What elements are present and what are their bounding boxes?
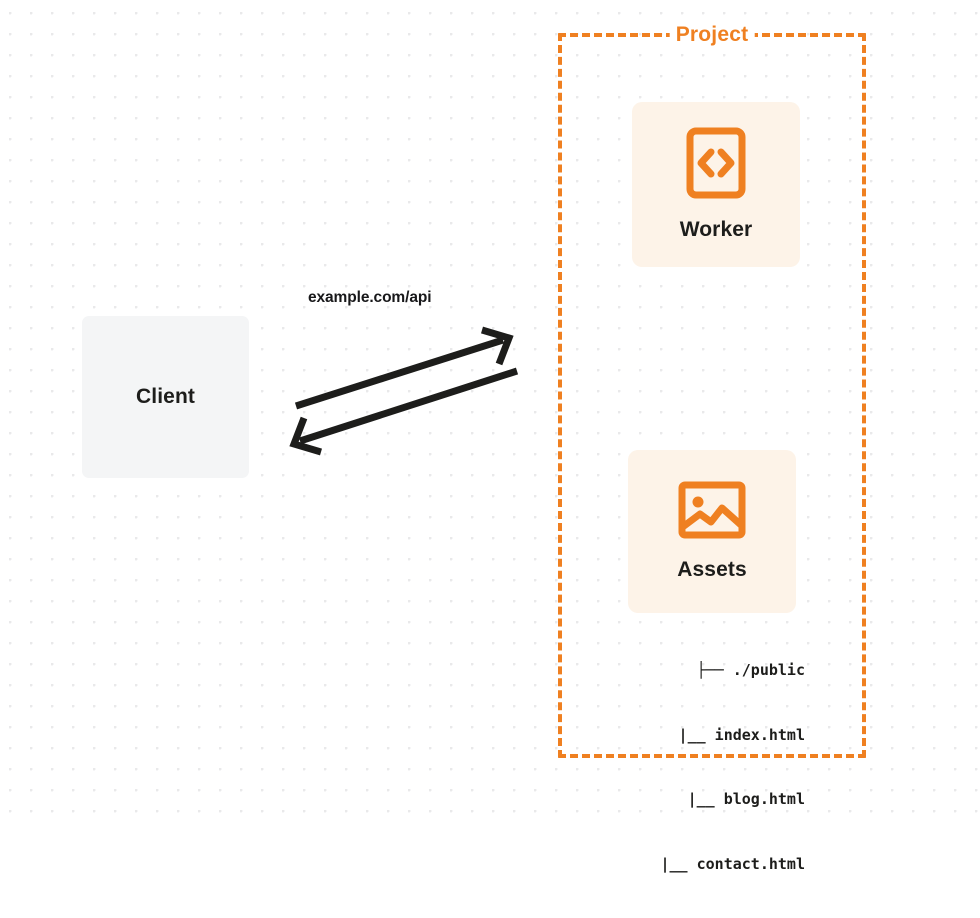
project-container: Project (558, 23, 866, 758)
client-box: Client (82, 316, 249, 478)
assets-label: Assets (677, 558, 747, 581)
worker-label: Worker (679, 218, 753, 241)
assets-file-tree: ├── ./public |__ index.html |__ blog.htm… (600, 617, 806, 918)
request-url-label: example.com/api (308, 289, 432, 306)
assets-card[interactable]: Assets (628, 450, 796, 613)
request-arrow-head (481, 326, 514, 366)
worker-card[interactable]: Worker (632, 102, 800, 267)
file-tree-line: |__ contact.html (660, 854, 806, 873)
diagram-canvas: Client example.com/api Project Worker (0, 0, 980, 873)
file-tree-line: |__ index.html (651, 725, 805, 744)
file-tree-line: ├── ./public (696, 661, 805, 679)
code-brackets-icon (686, 127, 746, 204)
client-label: Client (136, 385, 195, 408)
file-tree-line: |__ blog.html (660, 790, 805, 808)
image-icon (678, 481, 746, 544)
response-arrow-head (289, 416, 322, 456)
response-arrow-line (298, 367, 519, 445)
project-title: Project (669, 23, 755, 47)
request-arrow-line (294, 336, 505, 410)
